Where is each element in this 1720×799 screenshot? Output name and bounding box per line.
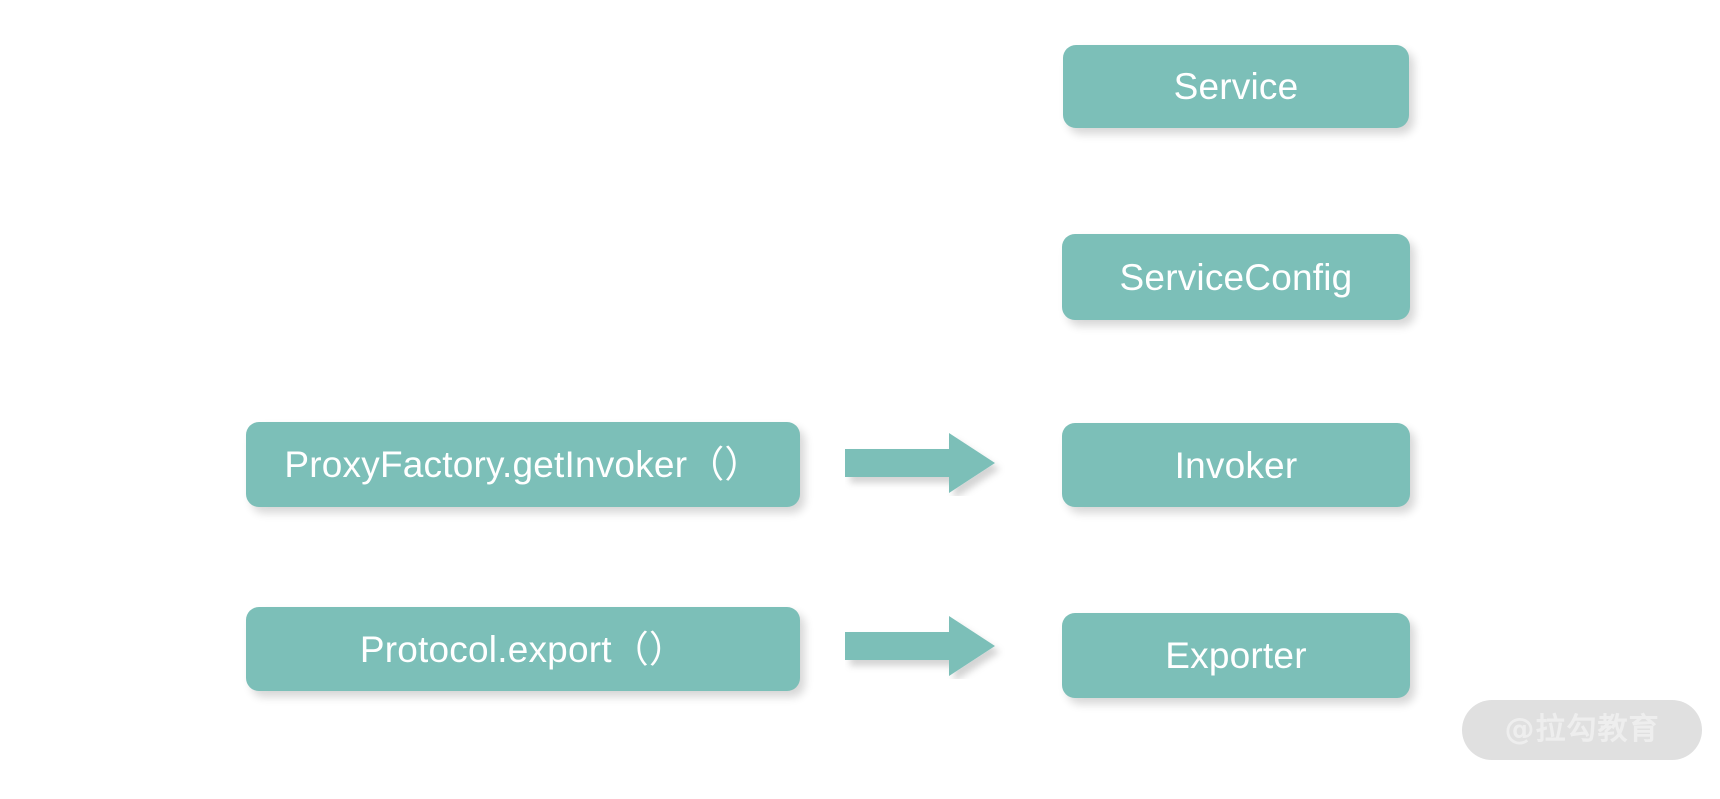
node-service[interactable]: Service (1063, 45, 1409, 128)
node-serviceconfig-label: ServiceConfig (1119, 256, 1353, 298)
node-protocol-export[interactable]: Protocol.export（） (246, 607, 800, 691)
arrow-right-icon-proxyfactory-to-invoker (845, 433, 995, 493)
node-invoker-label: Invoker (1174, 444, 1298, 486)
node-service-label: Service (1173, 66, 1299, 107)
node-exporter-label: Exporter (1165, 635, 1307, 676)
node-exporter[interactable]: Exporter (1062, 613, 1410, 698)
node-proxyfactory-getinvoker[interactable]: ProxyFactory.getInvoker（） (246, 422, 800, 507)
node-proxyfactory-getinvoker-label: ProxyFactory.getInvoker（） (284, 444, 762, 485)
watermark-badge: @拉勾教育 (1462, 700, 1702, 760)
arrow-right-icon-protocolexport-to-exporter (845, 616, 995, 676)
node-serviceconfig[interactable]: ServiceConfig (1062, 234, 1410, 320)
watermark-text: @拉勾教育 (1504, 712, 1660, 747)
node-protocol-export-label: Protocol.export（） (359, 628, 687, 670)
node-invoker[interactable]: Invoker (1062, 423, 1410, 507)
